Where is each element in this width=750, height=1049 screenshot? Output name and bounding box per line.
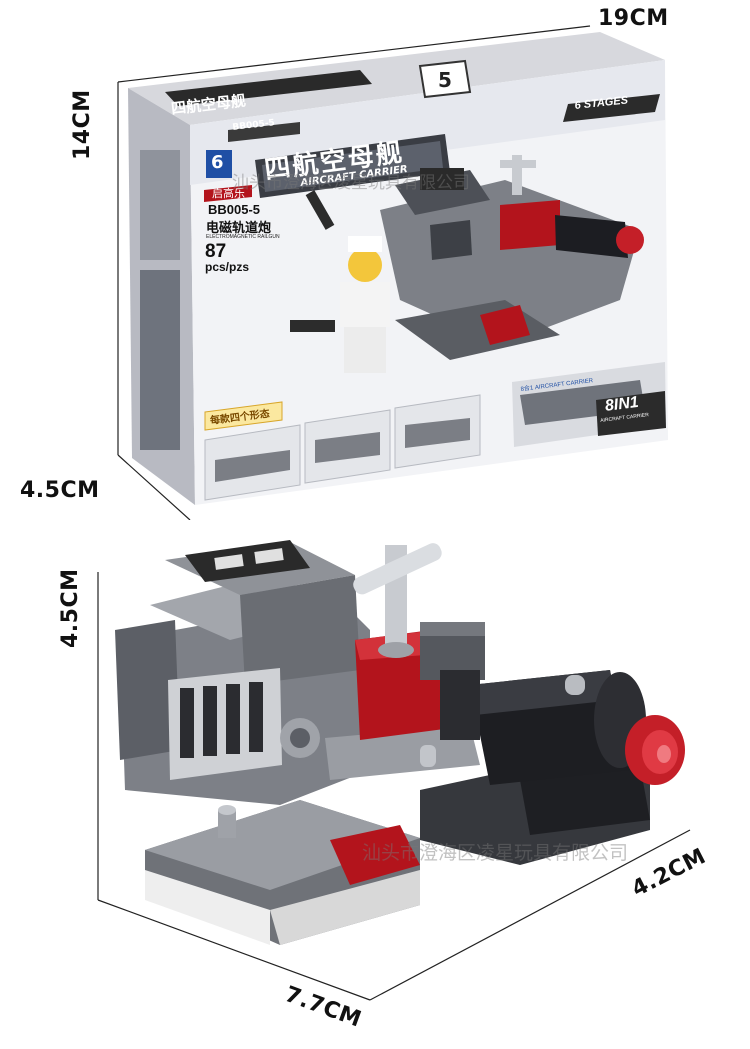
watermark-top: 汕头市澄海区凌星玩具有限公司 [232, 173, 470, 193]
assembled-model: 4.5CM 4.2CM 7.7CM 汕头市澄海区凌星玩具有限公司 [0, 520, 750, 1044]
product-box: 19CM 14CM 4.5CM 四航空母舰 AIRCRAFT CARRIER 四… [0, 0, 750, 521]
box-product-name-cn: 电磁轨道炮 [206, 221, 272, 236]
dimension-box-height: 14CM [70, 89, 95, 160]
box-brand: 启高乐 [212, 187, 245, 200]
brand-logo-icon: 6 [211, 152, 224, 173]
box-piece-count: 87 [205, 241, 227, 262]
dimension-model-height: 4.5CM [58, 568, 83, 648]
dimension-box-depth: 4.5CM [20, 478, 100, 503]
box-model-code: BB005-5 [208, 202, 261, 217]
dimension-box-width: 19CM [598, 6, 669, 31]
watermark-bottom: 汕头市澄海区凌星玩具有限公司 [362, 842, 629, 864]
box-product-name-en: ELECTROMAGNETIC RAILGUN [206, 234, 280, 240]
box-number: 5 [438, 68, 452, 92]
railgun-model-illustration [97, 540, 691, 1001]
box-piece-unit: pcs/pzs [205, 260, 250, 274]
box-illustration [117, 25, 668, 521]
